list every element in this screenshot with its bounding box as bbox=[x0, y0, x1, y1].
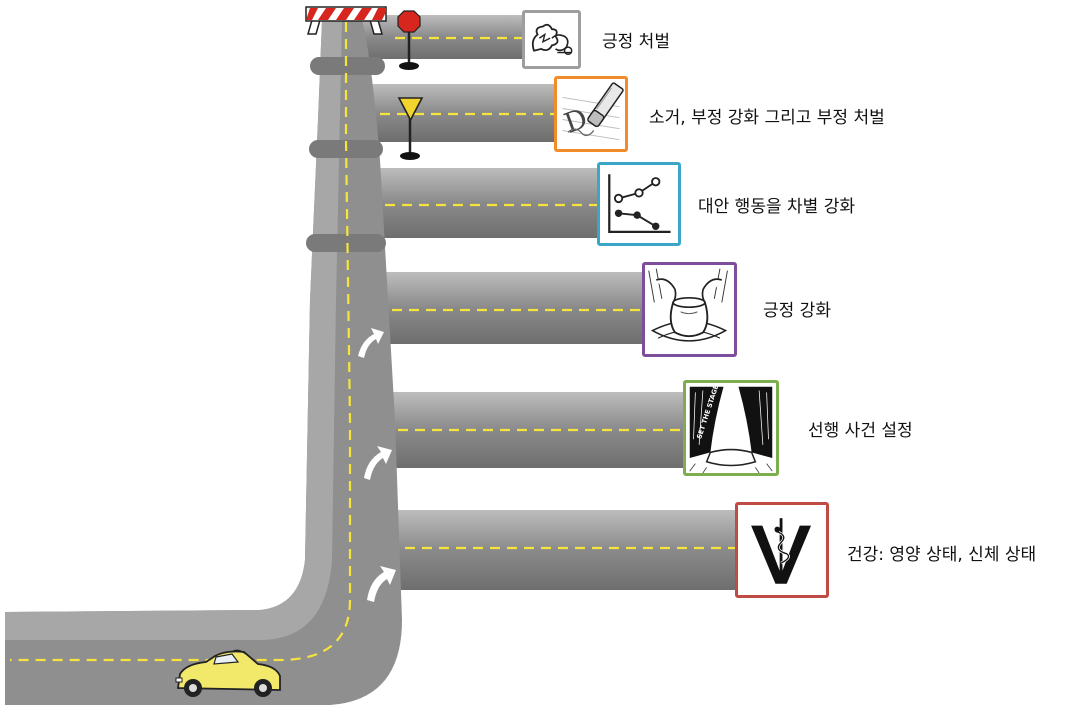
scribble-punishment-icon bbox=[531, 23, 573, 56]
line-chart-icon bbox=[608, 174, 671, 233]
branch-road-4 bbox=[380, 272, 650, 344]
step-1-label: 긍정 처벌 bbox=[602, 32, 670, 52]
step-2-icon-box: D bbox=[554, 76, 628, 152]
step-6-icon-box bbox=[735, 502, 829, 598]
stop-sign-icon bbox=[397, 10, 421, 70]
turn-arrows bbox=[358, 328, 396, 602]
set-the-stage-icon: SET THE STAGE bbox=[689, 384, 773, 473]
step-5-icon-box: SET THE STAGE bbox=[683, 380, 779, 476]
step-5-label: 선행 사건 설정 bbox=[808, 421, 913, 441]
pottery-hands-icon bbox=[648, 268, 728, 342]
yield-sign-icon bbox=[397, 97, 424, 160]
step-2-label: 소거, 부정 강화 그리고 부정 처벌 bbox=[649, 108, 885, 128]
lane-lines bbox=[10, 22, 735, 662]
car-icon bbox=[175, 649, 281, 697]
branch-road-6 bbox=[392, 510, 747, 590]
step-3-label: 대안 행동을 차별 강화 bbox=[698, 197, 855, 217]
road-joints bbox=[306, 57, 386, 252]
branch-road-3 bbox=[375, 168, 615, 238]
step-4-icon-box bbox=[642, 262, 737, 357]
step-1-icon-box bbox=[522, 10, 581, 69]
step-4-label: 긍정 강화 bbox=[763, 301, 831, 321]
eraser-icon: D bbox=[560, 82, 624, 141]
main-road bbox=[5, 20, 402, 705]
veterinary-caduceus-icon bbox=[751, 518, 812, 584]
road-joint bbox=[306, 234, 386, 252]
road-barrier-icon bbox=[305, 6, 387, 35]
turn-right-arrow-icon bbox=[358, 328, 384, 358]
turn-right-arrow-icon bbox=[364, 446, 392, 480]
step-6-label: 건강: 영양 상태, 신체 상태 bbox=[847, 545, 1037, 565]
turn-right-arrow-icon bbox=[367, 566, 396, 602]
main-road-shade bbox=[5, 20, 342, 640]
road-joint bbox=[310, 57, 385, 75]
main-lane-line bbox=[10, 22, 352, 662]
step-3-icon-box bbox=[597, 162, 681, 246]
